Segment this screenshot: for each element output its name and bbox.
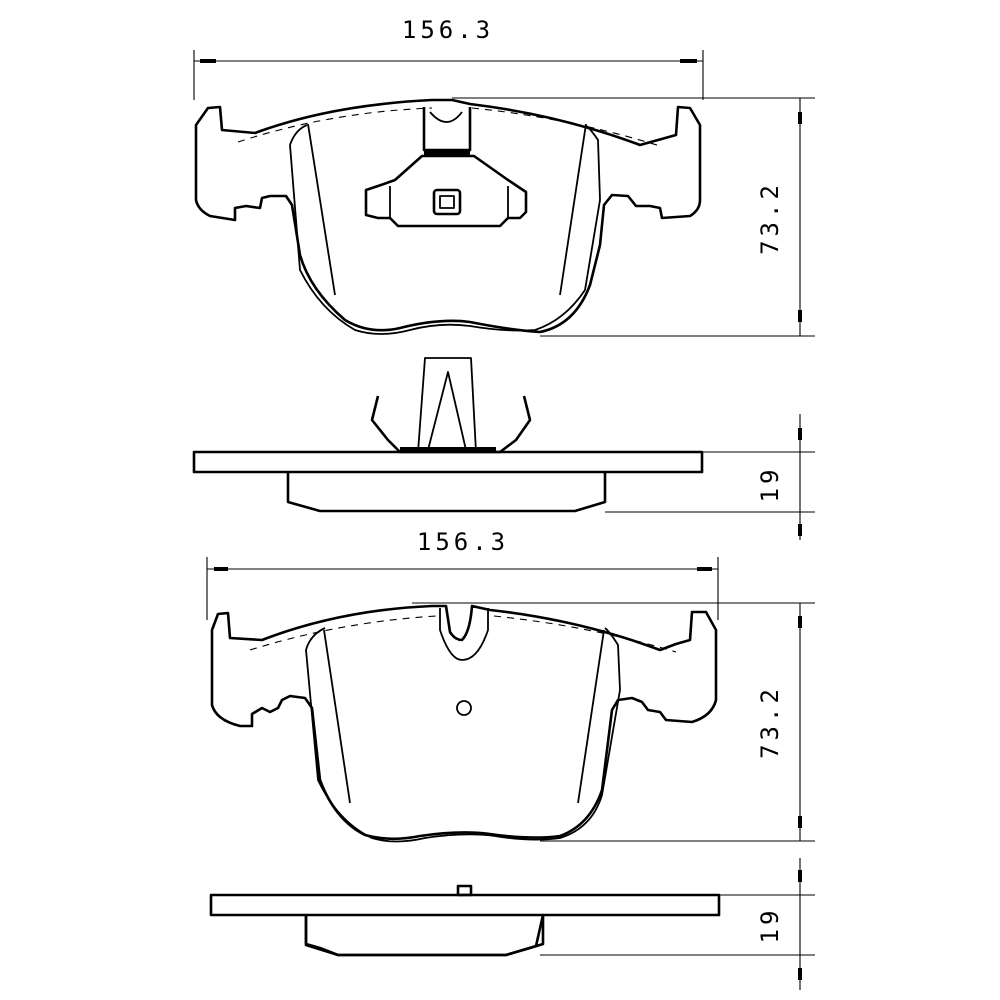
top-height-label: 73.2: [756, 181, 784, 255]
top-width-dimension: 156.3: [193, 16, 704, 100]
bottom-width-dimension: 156.3: [206, 528, 719, 620]
top-pad-side-view: 19: [192, 357, 815, 540]
wear-sensor-clip: [364, 107, 528, 228]
bottom-pad-side-view: 19: [209, 858, 815, 990]
top-height-dimension: 73.2: [452, 97, 815, 337]
top-width-label: 156.3: [402, 16, 494, 44]
top-thickness-dimension: 19: [605, 414, 815, 540]
spring-clip: [370, 357, 532, 454]
center-hole: [456, 700, 472, 716]
top-pad-front-view: 156.3 73.2: [193, 16, 815, 337]
bottom-height-dimension: 73.2: [412, 602, 815, 842]
top-thickness-label: 19: [756, 466, 784, 503]
bottom-width-label: 156.3: [417, 528, 509, 556]
locating-pin: [456, 884, 473, 897]
bottom-pad-front-view: 156.3 73.2: [206, 528, 815, 843]
bottom-thickness-dimension: 19: [540, 858, 815, 990]
bottom-height-label: 73.2: [756, 685, 784, 759]
bottom-thickness-label: 19: [756, 907, 784, 944]
